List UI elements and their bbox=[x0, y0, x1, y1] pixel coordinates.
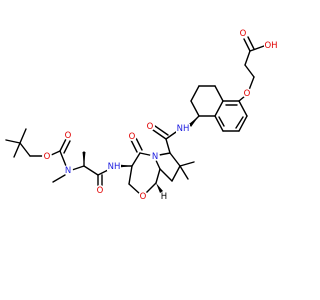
bond-amide-co-b bbox=[154, 125, 169, 136]
bond-acid-co-b bbox=[247, 36, 255, 50]
bond-ring7-1 bbox=[131, 152, 141, 167]
atom-nh-amide: NH bbox=[176, 124, 190, 134]
bond-gem-methyl-1 bbox=[179, 161, 195, 167]
atom-labels: O O N O NH O N O H bbox=[42, 28, 278, 202]
atom-o-acid-carbonyl: O bbox=[238, 28, 248, 39]
bond-ring7-7 bbox=[128, 165, 133, 185]
bond-lactam-co-a bbox=[130, 139, 138, 153]
atom-o-boc-carbonyl: O bbox=[63, 130, 73, 141]
atom-n-ring: N bbox=[150, 151, 160, 162]
atom-o-boc-ether: O bbox=[42, 151, 52, 162]
atom-label-oh: OH bbox=[264, 41, 277, 51]
atom-oh-acid: OH bbox=[264, 40, 278, 51]
bond-chain-1 bbox=[248, 76, 255, 91]
bond-tbu-1 bbox=[5, 139, 21, 144]
bond-chain-2 bbox=[244, 64, 255, 78]
bond-amide-nh bbox=[165, 131, 177, 140]
bond-ring5-3 bbox=[171, 165, 181, 182]
bond-n-calpha bbox=[71, 165, 85, 171]
atom-label-o: O bbox=[97, 186, 104, 196]
bonds bbox=[5, 36, 265, 195]
stereo-wedge-ala bbox=[82, 152, 86, 166]
bond-ala-co-nh bbox=[97, 169, 109, 176]
bond-ring5-4 bbox=[159, 168, 173, 182]
atom-nh-ala: NH bbox=[107, 162, 121, 172]
atom-label-o: O bbox=[65, 131, 72, 141]
bond-tet-5 bbox=[214, 100, 224, 117]
atom-h-bridge: H bbox=[161, 192, 167, 202]
bond-tbu-4 bbox=[19, 142, 31, 157]
bond-ring5-2 bbox=[169, 152, 181, 167]
bond-c-amide bbox=[165, 138, 171, 154]
atom-label-o: O bbox=[129, 132, 136, 142]
bond-ar-inner-3 bbox=[218, 116, 225, 127]
atom-o-ring: O bbox=[138, 191, 148, 202]
bond-tbu-2 bbox=[19, 128, 27, 144]
molecule-structure: O O N O NH O N O H bbox=[5, 28, 278, 202]
atom-label-nh: NH bbox=[177, 124, 190, 134]
bond-chain-3 bbox=[244, 50, 251, 66]
bond-ring7-6 bbox=[128, 183, 141, 195]
atom-label-n: N bbox=[65, 166, 71, 176]
bond-carbamate-n bbox=[59, 150, 67, 167]
atom-o-amide-carbonyl: O bbox=[145, 121, 155, 132]
bond-carbamate-co-a bbox=[59, 138, 67, 152]
stereo-wedge-c1 bbox=[189, 116, 199, 127]
bond-tet-1 bbox=[190, 100, 200, 117]
bond-gem-methyl-2 bbox=[179, 165, 189, 180]
bond-chain-4 bbox=[249, 45, 265, 52]
atom-o-aryl-ether: O bbox=[242, 88, 252, 99]
bond-amide-co-a bbox=[152, 129, 167, 140]
bond-tet-2 bbox=[190, 85, 200, 102]
bond-tet-4 bbox=[214, 85, 224, 102]
bond-lactam-co-b bbox=[135, 137, 143, 151]
atom-label-o: O bbox=[240, 29, 247, 39]
atom-label-o: O bbox=[44, 152, 51, 162]
bond-acid-co-a bbox=[243, 38, 251, 52]
bond-ring7-4 bbox=[155, 168, 161, 184]
atom-label-o: O bbox=[140, 192, 147, 202]
bond-ar-5 bbox=[214, 115, 224, 132]
bond-ar-2 bbox=[238, 100, 248, 117]
stereo-wedge-c4 bbox=[119, 164, 132, 168]
atom-n-methyl: N bbox=[63, 165, 73, 176]
bond-carbamate-co-b bbox=[63, 140, 71, 154]
bond-ar-3 bbox=[238, 115, 248, 132]
atom-label-nh: NH bbox=[108, 162, 121, 172]
bond-n-methyl bbox=[52, 174, 66, 183]
atom-o-lactam: O bbox=[127, 131, 137, 142]
atom-label-o: O bbox=[147, 122, 154, 132]
bond-ring7-5 bbox=[145, 182, 157, 194]
atom-label-o: O bbox=[244, 89, 251, 99]
atom-label-h: H bbox=[161, 192, 167, 202]
bond-calpha-co bbox=[83, 165, 99, 176]
atom-label-n: N bbox=[152, 152, 158, 162]
atom-o-ala-carbonyl: O bbox=[95, 185, 105, 196]
bond-ar-inner-2 bbox=[235, 116, 244, 129]
bond-tbu-3 bbox=[13, 142, 21, 158]
stereo-wedge-c9a bbox=[156, 183, 163, 193]
